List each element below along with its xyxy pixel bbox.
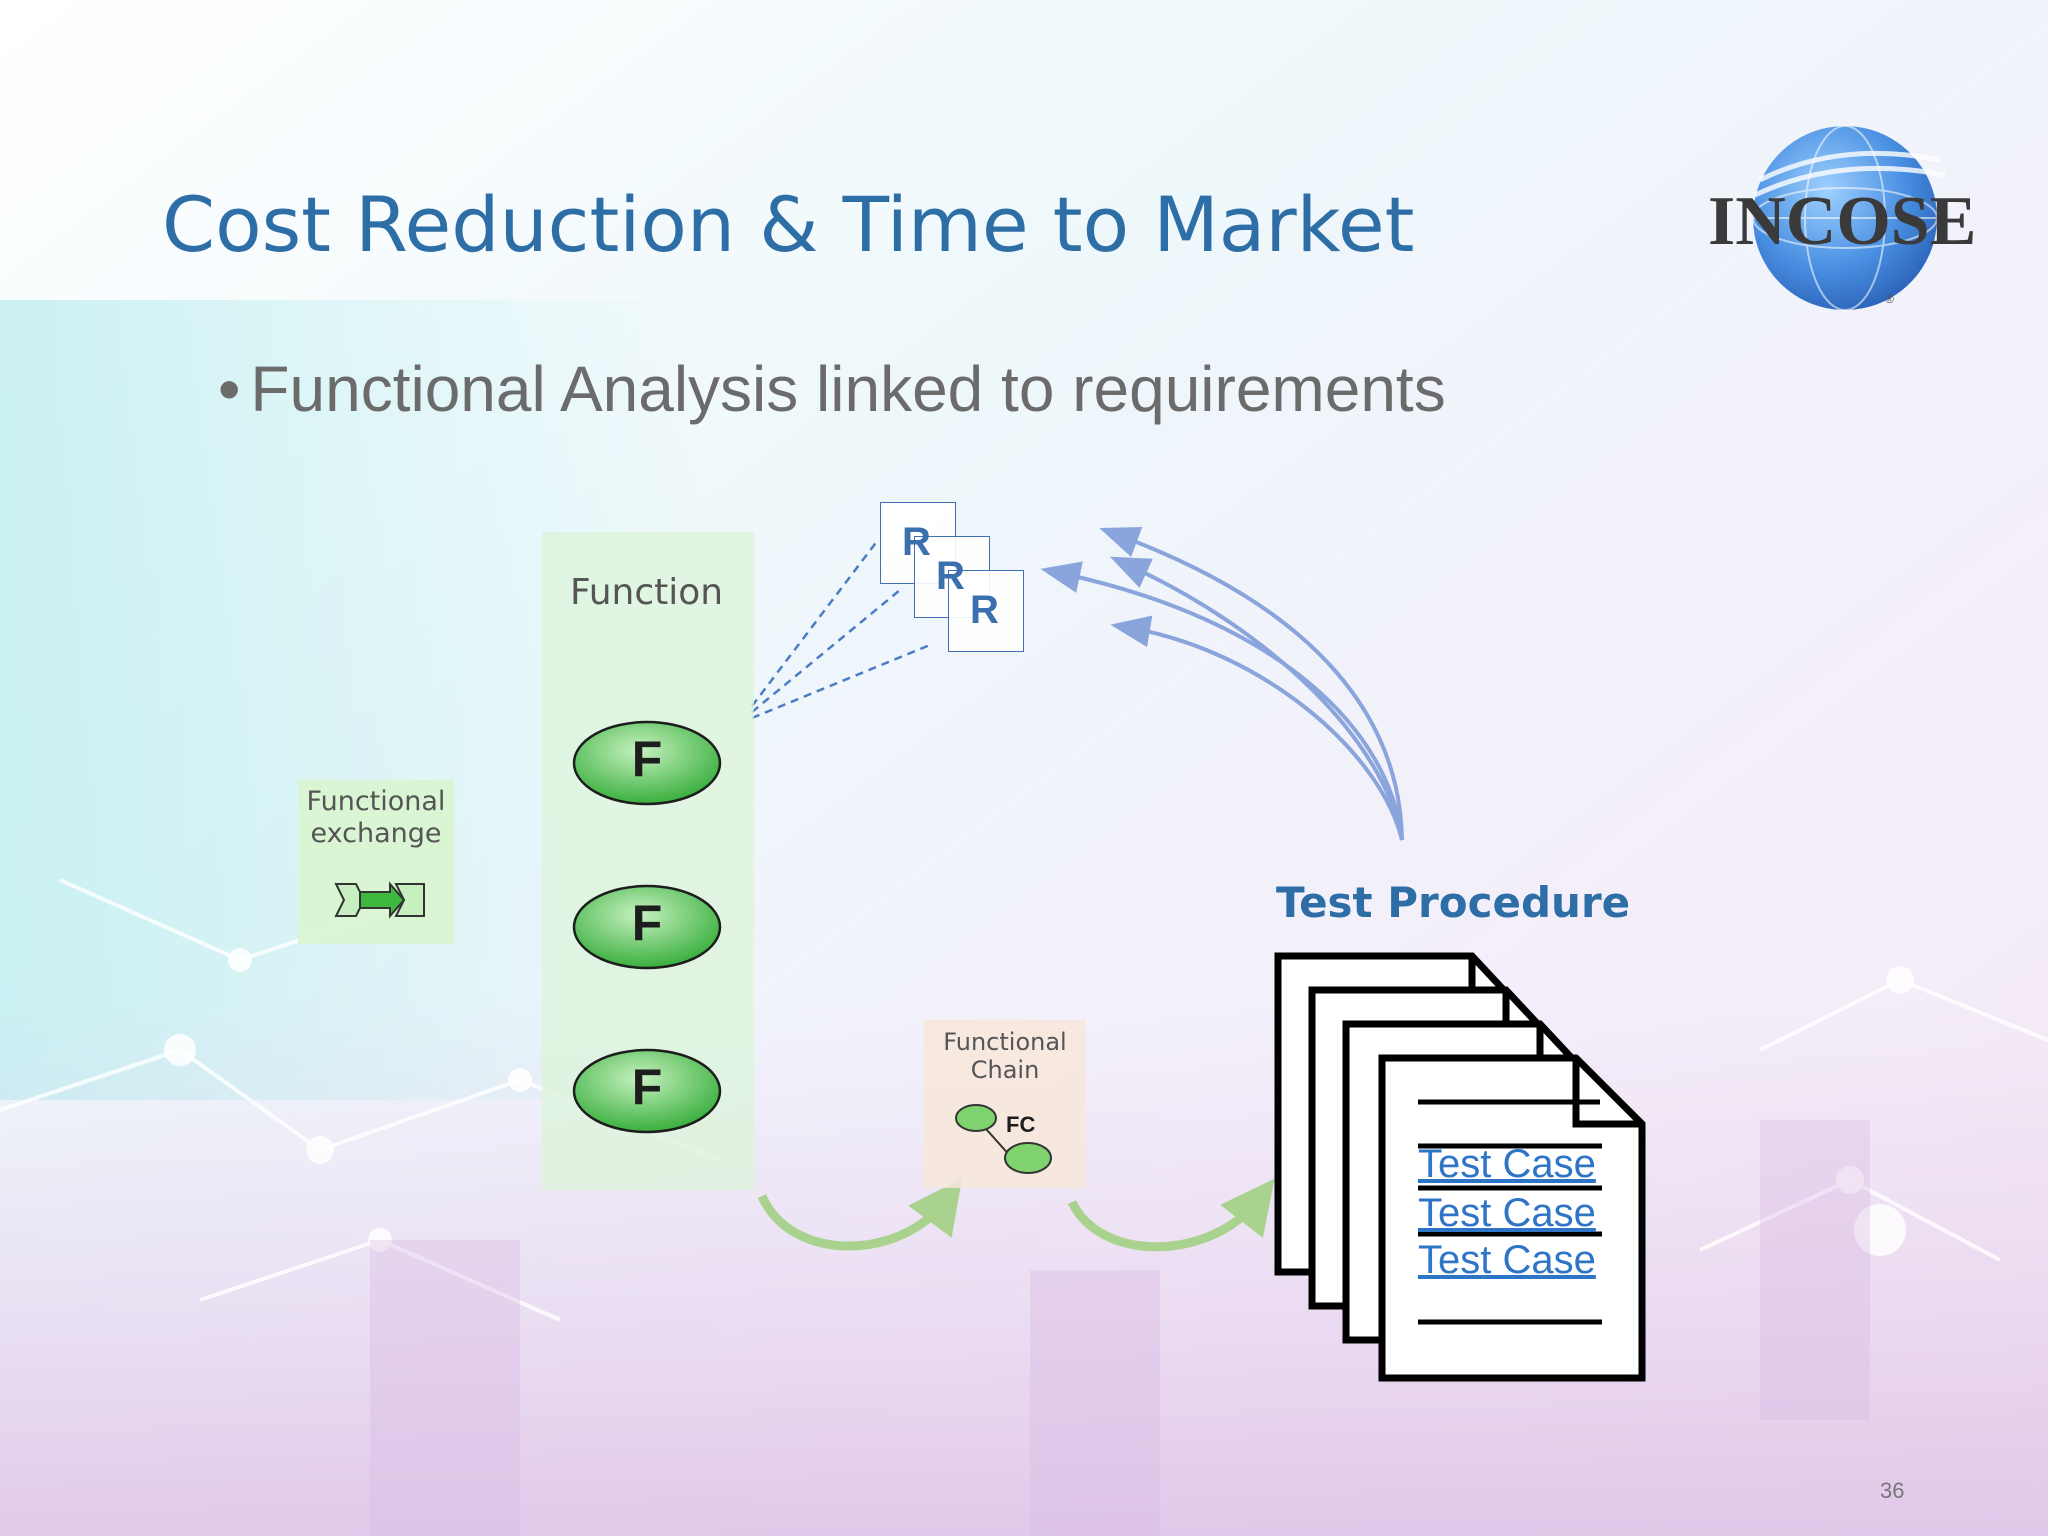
functional-exchange-panel[interactable] <box>298 780 454 944</box>
test-case-link-3[interactable]: Test Case <box>1418 1238 1596 1282</box>
functional-chain-icon <box>955 1104 1052 1174</box>
function-node-2-letter: F <box>631 895 663 951</box>
function-node-1-ellipse <box>572 720 722 806</box>
green-flow-arrows <box>757 1178 1275 1252</box>
incose-logo-text: INCOSE <box>1708 183 1977 260</box>
functional-exchange-icon <box>334 881 425 919</box>
functional-chain-icon-text: FC <box>1006 1112 1036 1137</box>
test-case-link-2[interactable]: Test Case <box>1418 1191 1596 1235</box>
dashed-trace-lines <box>751 539 931 720</box>
function-node-3-ellipse <box>572 1048 722 1134</box>
bullet-item: •Functional Analysis linked to requireme… <box>218 352 1446 426</box>
function-node-1[interactable]: F <box>572 720 722 806</box>
incose-logo-globe <box>1752 125 1946 311</box>
function-node-2-ellipse <box>572 884 722 970</box>
registered-mark: ® <box>1885 292 1894 306</box>
functional-chain-label-line1: Functional <box>943 1028 1067 1056</box>
bullet-text: Functional Analysis linked to requiremen… <box>250 353 1446 425</box>
test-procedure-title: Test Procedure <box>1276 878 1631 927</box>
requirement-3-letter: R <box>970 588 999 632</box>
function-node-2[interactable]: F <box>572 884 722 970</box>
test-case-link-1[interactable]: Test Case <box>1418 1142 1596 1186</box>
functional-exchange-label-line2: exchange <box>310 818 442 849</box>
verification-arrows <box>1040 526 1404 841</box>
function-node-1-letter: F <box>631 731 663 787</box>
slide-number: 36 <box>1880 1478 1905 1503</box>
function-node-3[interactable]: F <box>572 1048 722 1134</box>
functional-exchange-label-line1: Functional <box>306 786 446 817</box>
bullet-marker: • <box>218 353 241 425</box>
test-procedure-documents[interactable] <box>1270 950 1650 1390</box>
function-label: Function <box>570 572 724 613</box>
slide-title: Cost Reduction & Time to Market <box>162 180 1415 269</box>
requirement-box-3[interactable] <box>948 570 1024 652</box>
requirement-1-letter: R <box>902 520 931 564</box>
function-node-3-letter: F <box>631 1059 663 1115</box>
functional-exchange-label: Functional exchange <box>298 786 454 850</box>
requirement-2-letter: R <box>936 554 965 598</box>
functional-chain-label: Functional Chain <box>924 1028 1086 1084</box>
functional-chain-label-line2: Chain <box>970 1056 1040 1084</box>
